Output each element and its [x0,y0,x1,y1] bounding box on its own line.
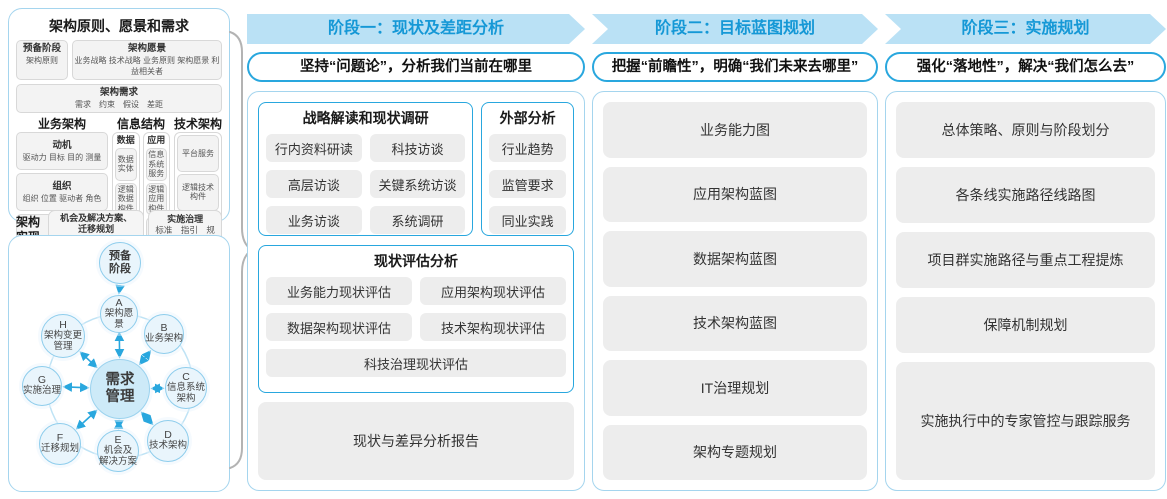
phase-3-subtitle: 强化“落地性”，解决“我们怎么去” [885,52,1166,82]
current-state-assessment-box: 现状评估分析 业务能力现状评估 应用架构现状评估 数据架构现状评估 技术架构现状… [258,245,574,393]
task-pill: 关键系统访谈 [369,170,466,198]
requirements-items: 需求 约束 假设 差距 [75,100,163,109]
deliverable-box: 业务能力图 [603,102,867,158]
requirements-title: 架构需求 [99,87,138,98]
architecture-requirements-box: 架构需求 需求 约束 假设 差距 [16,84,222,113]
task-pill: 行业趋势 [489,134,566,162]
deliverable-box: 数据架构蓝图 [603,231,867,287]
architecture-vision-box: 架构愿景 业务战略 技术战略 业务原则 架构愿景 利益相关者 [72,40,222,80]
phase-3-header: 阶段三：实施规划 [885,14,1166,44]
organization-box: 组织 组织 位置 驱动者 角色 [16,173,108,212]
phase-3-column: 阶段三：实施规划 强化“落地性”，解决“我们怎么去” 总体策略、原则与阶段划分 … [885,14,1166,491]
task-pill: 系统调研 [369,206,466,234]
adm-node-b-business: B 业务架构 [144,314,184,354]
task-pill: 高层访谈 [266,170,362,198]
motivation-box: 动机 驱动力 目标 目的 测量 [16,132,108,171]
tech-arch-heading: 技术架构 [174,117,223,131]
phase-2-column: 阶段二：目标蓝图规划 把握“前瞻性”，明确“我们未来去哪里” 业务能力图 应用架… [592,14,878,491]
task-pill: 数据架构现状评估 [266,313,412,341]
adm-cycle-panel: 预备 阶段 A 架构愿景 B 业务架构 C 信息系统 架构 D 技术架构 E 机… [8,235,230,492]
phases-section: 阶段一：现状及差距分析 坚持“问题论”，分析我们当前在哪里 战略解读和现状调研 … [247,14,1166,491]
vision-title: 架构愿景 [127,43,166,54]
phase-1-content: 战略解读和现状调研 行内资料研读 科技访谈 高层访谈 关键系统访谈 业务访谈 系… [247,91,585,491]
info-structure-heading: 信息结构 [116,117,165,131]
task-pill: 业务访谈 [266,206,362,234]
adm-node-d-technology: D 技术架构 [147,420,189,462]
deliverable-box: 架构专题规划 [603,424,867,480]
prep-phase-sub: 架构原则 [26,56,58,65]
panel-title: 架构原则、愿景和需求 [49,18,189,34]
architecture-content-panel: 架构原则、愿景和需求 预备阶段 架构原则 架构愿景 业务战略 技术战略 业务原则… [8,8,230,253]
data-entity-box: 数据实体 [115,148,137,181]
phase-3-content: 总体策略、原则与阶段划分 各条线实施路径线路图 项目群实施路径与重点工程提炼 保… [885,91,1166,491]
deliverable-box: 各条线实施路径线路图 [896,167,1155,223]
deliverable-box: 应用架构蓝图 [603,166,867,222]
logical-tech-box: 逻辑技术构件 [177,173,219,211]
adm-node-prep: 预备 阶段 [99,242,141,284]
phase-2-header: 阶段二：目标蓝图规划 [592,14,878,44]
task-pill: 行内资料研读 [266,134,362,162]
deliverable-box: 总体策略、原则与阶段划分 [896,102,1155,158]
platform-service-box: 平台服务 [177,135,219,172]
prep-phase-box: 预备阶段 架构原则 [16,40,68,80]
phase-1-header: 阶段一：现状及差距分析 [247,14,585,44]
gap-analysis-report-box: 现状与差异分析报告 [258,402,574,480]
adm-node-h-change: H 架构变更 管理 [41,314,85,358]
adm-node-c-infosystem: C 信息系统 架构 [165,367,207,409]
task-pill: 监管要求 [489,170,566,198]
external-analysis-box: 外部分析 行业趋势 监管要求 同业实践 [481,102,574,236]
info-system-service-box: 信息系统服务 [145,148,167,181]
deliverable-box: 项目群实施路径与重点工程提炼 [896,232,1155,288]
deliverable-box: 保障机制规划 [896,297,1155,353]
business-arch-heading: 业务架构 [37,117,86,131]
logical-app-box: 逻辑应用构件 [145,182,167,215]
deliverable-box: 实施执行中的专家管控与跟踪服务 [896,362,1155,480]
adm-node-a-vision: A 架构愿景 [100,295,138,333]
deliverable-box: 技术架构蓝图 [603,295,867,351]
phase-1-column: 阶段一：现状及差距分析 坚持“问题论”，分析我们当前在哪里 战略解读和现状调研 … [247,14,585,491]
task-pill: 同业实践 [489,206,566,234]
prep-phase-title: 预备阶段 [22,43,61,54]
deliverable-box: IT治理规划 [603,360,867,416]
task-pill: 业务能力现状评估 [266,277,412,305]
task-pill: 应用架构现状评估 [420,277,566,305]
adm-node-requirements-management: 需求 管理 [90,359,150,419]
task-pill: 科技治理现状评估 [266,349,566,377]
task-pill: 科技访谈 [369,134,466,162]
adm-node-g-governance: G 实施治理 [22,366,62,406]
task-pill: 技术架构现状评估 [420,313,566,341]
adm-node-e-opportunities: E 机会及 解决方案 [97,430,139,472]
phase-2-content: 业务能力图 应用架构蓝图 数据架构蓝图 技术架构蓝图 IT治理规划 架构专题规划 [592,91,878,491]
adm-node-f-migration: F 迁移规划 [39,423,81,465]
phase-2-subtitle: 把握“前瞻性”，明确“我们未来去哪里” [592,52,878,82]
strategy-research-box: 战略解读和现状调研 行内资料研读 科技访谈 高层访谈 关键系统访谈 业务访谈 系… [258,102,474,236]
vision-items: 业务战略 技术战略 业务原则 架构愿景 利益相关者 [74,56,220,76]
phase-1-subtitle: 坚持“问题论”，分析我们当前在哪里 [247,52,585,82]
